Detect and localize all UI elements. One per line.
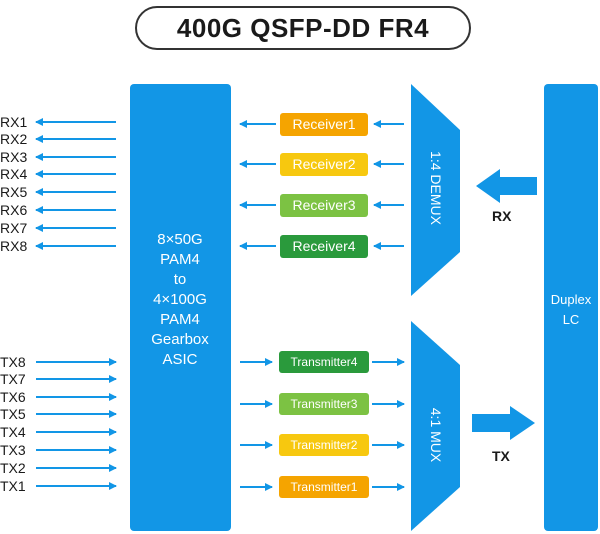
rx-big-arrow xyxy=(476,169,537,203)
asic-block xyxy=(130,84,231,531)
rx-port-label: RX1 xyxy=(0,114,28,130)
mux-label: 4:1 MUX xyxy=(428,407,444,463)
duplex-lc-block xyxy=(544,84,598,531)
receiver-3-box: Receiver3 xyxy=(280,194,368,217)
receiver-1-box: Receiver1 xyxy=(280,113,368,136)
rx-port-label: RX3 xyxy=(0,149,28,165)
asic-line: PAM4 xyxy=(160,311,200,328)
transmitter-arrows xyxy=(240,358,405,491)
asic-line: 4×100G xyxy=(153,291,207,308)
rx-port-label: RX2 xyxy=(0,131,28,147)
tx-port-label: TX2 xyxy=(0,460,26,476)
mux-block xyxy=(411,321,460,531)
tx-port-label: TX1 xyxy=(0,478,26,494)
tx-port-label: TX6 xyxy=(0,389,26,405)
receiver-4-box: Receiver4 xyxy=(280,235,368,258)
rx-port-label: RX8 xyxy=(0,238,28,254)
asic-label: 8×50G PAM4 to 4×100G PAM4 Gearbox ASIC xyxy=(130,230,230,370)
rx-side-label: RX xyxy=(492,208,512,224)
tx-port-label: TX7 xyxy=(0,371,26,387)
transmitter-1-box: Transmitter1 xyxy=(279,476,369,498)
asic-line: to xyxy=(173,271,187,288)
receiver-2-box: Receiver2 xyxy=(280,153,368,176)
receiver-arrows xyxy=(239,120,404,250)
tx-side-label: TX xyxy=(492,448,510,464)
tx-port-label: TX3 xyxy=(0,442,26,458)
rx-port-label: RX7 xyxy=(0,220,28,236)
tx-port-label: TX5 xyxy=(0,406,26,422)
rx-port-arrows xyxy=(35,118,116,250)
asic-line: Gearbox xyxy=(151,331,209,348)
asic-line: PAM4 xyxy=(160,251,200,268)
asic-line: ASIC xyxy=(162,351,198,368)
rx-port-label: RX4 xyxy=(0,166,28,182)
demux-block xyxy=(411,84,460,296)
tx-big-arrow xyxy=(472,406,535,440)
duplex-lc-label: Duplex LC xyxy=(544,290,598,330)
tx-port-label: TX4 xyxy=(0,424,26,440)
asic-line: 8×50G xyxy=(157,231,203,248)
tx-port-arrows xyxy=(36,358,117,490)
demux-label: 1:4 DEMUX xyxy=(428,151,444,225)
transmitter-3-box: Transmitter3 xyxy=(279,393,369,415)
transmitter-2-box: Transmitter2 xyxy=(279,434,369,456)
tx-port-label: TX8 xyxy=(0,354,26,370)
diagram-title: 400G QSFP-DD FR4 xyxy=(135,6,471,50)
rx-port-label: RX5 xyxy=(0,184,28,200)
rx-port-label: RX6 xyxy=(0,202,28,218)
transmitter-4-box: Transmitter4 xyxy=(279,351,369,373)
duplex-line: LC xyxy=(562,312,580,327)
duplex-line: Duplex xyxy=(550,292,592,307)
